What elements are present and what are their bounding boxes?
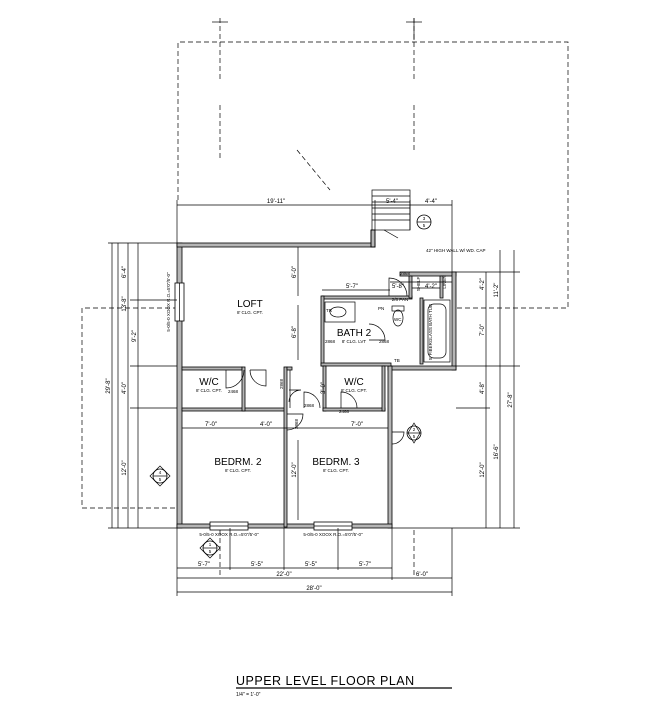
room-bedrm3-note: 8' CLG. CPT. <box>323 468 349 473</box>
stair <box>371 189 411 239</box>
dim-loft-h1: 6'-0" <box>292 266 298 278</box>
dim-bot-c: 5'-5" <box>305 562 317 568</box>
room-loft-note: 8' CLG. CPT. <box>237 310 263 315</box>
dim-right-b: 7'-0" <box>480 324 486 336</box>
room-wic2-name: W/C <box>344 377 363 388</box>
marker-1-sheet: 5 <box>423 223 426 228</box>
door-lin: 2/8 PAN <box>392 297 408 302</box>
note-tr: TR <box>326 308 333 313</box>
room-wic1-note: 8' CLG. CPT. <box>196 388 222 393</box>
dim-right-total3: 27'-8" <box>508 392 514 407</box>
door-bath-top: 2868 <box>400 271 411 276</box>
note-pn: PN <box>378 306 384 311</box>
dim-loft-h2: 6'-8" <box>292 326 298 338</box>
dim-bot-d: 5'-7" <box>359 562 371 568</box>
note-tb: TB <box>394 358 400 363</box>
dim-bot-22: 22'-0" <box>276 572 291 578</box>
dim-bot-a: 5'-7" <box>198 562 210 568</box>
room-bath2-name: BATH 2 <box>337 328 372 339</box>
marker-1-num: 3 <box>423 216 426 221</box>
door-wic1: 2468 <box>228 389 239 394</box>
interior-walls <box>181 275 444 528</box>
door-bath-right: 2868 <box>379 339 390 344</box>
note-wc: WC <box>394 317 402 322</box>
marker-4-sheet: 5 <box>209 549 212 554</box>
section-markers <box>149 214 432 559</box>
dim-bed-h: 12'-0" <box>292 462 298 477</box>
marker-3-num: 4 <box>159 470 162 475</box>
note-window-bedrm3: 5-0/5-0 XOOX R.O.=5'0"/5'-0" <box>303 532 363 537</box>
note-window-left: 5-0/5-0 XOOX R.O.=5'0"/5'-0" <box>166 272 171 332</box>
note-shelf: SHELF <box>416 277 421 292</box>
room-wic1-name: W/C <box>199 377 218 388</box>
dim-right-a: 4'-2" <box>480 278 486 290</box>
dim-hall-b: 4'-0" <box>260 422 272 428</box>
dim-left-d: 4'-0" <box>122 382 128 394</box>
dim-bot-28: 28'-0" <box>306 586 321 592</box>
half-wall <box>370 229 376 248</box>
room-bedrm2-note: 8' CLG. CPT. <box>225 468 251 473</box>
door-bed3: 2868 <box>294 418 299 429</box>
room-bath2-note: 8' CLG. LVT <box>342 339 367 344</box>
door-bed2: 2868 <box>279 378 284 389</box>
marker-3-sheet: 5 <box>159 477 162 482</box>
dim-top-width: 19'-11" <box>267 199 285 205</box>
note-window-bedrm2: 5-0/5-0 XOOX R.O.=5'0"/5'-0" <box>199 532 259 537</box>
dim-right-total2: 16'-6" <box>494 444 500 459</box>
dim-bath-top: 5'-8" <box>392 284 404 290</box>
marker-4-num: 1 <box>209 542 212 547</box>
doors <box>225 277 408 445</box>
dim-left-c: 9'-2" <box>132 330 138 342</box>
dim-top-right: 4'-4" <box>425 199 437 205</box>
dim-bath-right: 4'-2" <box>425 284 437 290</box>
room-bedrm2-name: BEDRM. 2 <box>214 457 262 468</box>
marker-2-sheet: 5 <box>413 434 416 439</box>
dim-hall-c: 7'-0" <box>351 422 363 428</box>
door-hall: 2868 <box>304 403 315 408</box>
note-tub: 5' FIBERGLASS BATH TUB <box>428 304 433 360</box>
roof-outline <box>81 18 569 509</box>
dim-wic-h: 3'-0" <box>321 382 327 394</box>
marker-2-num: 2 <box>413 427 416 432</box>
room-loft-name: LOFT <box>237 299 263 310</box>
note-half-wall: 42" HIGH WALL W/ WD. CAP <box>426 248 486 253</box>
dim-bath-width: 5'-7" <box>346 284 358 290</box>
dim-left-total: 29'-8" <box>106 378 112 393</box>
dim-right-d: 12'-0" <box>480 462 486 477</box>
dim-top-stair: 5'-4" <box>386 199 398 205</box>
dim-right-c: 4'-8" <box>480 382 486 394</box>
plan-title: UPPER LEVEL FLOOR PLAN <box>236 674 415 688</box>
dim-hall-a: 7'-0" <box>205 422 217 428</box>
room-bedrm3-name: BEDRM. 3 <box>312 457 360 468</box>
dim-right-total1: 11'-2" <box>494 283 500 298</box>
exterior-walls <box>176 229 457 529</box>
dim-left-b: 13'-8" <box>122 296 128 311</box>
fixtures <box>324 287 451 363</box>
door-wic2: 2468 <box>339 409 350 414</box>
room-wic2-note: 8' CLG. CPT. <box>341 388 367 393</box>
dim-left-a: 6'-4" <box>122 266 128 278</box>
plan-scale: 1/4" = 1'-0" <box>236 692 261 698</box>
top-ticks <box>212 18 422 40</box>
dim-bot-b: 5'-5" <box>251 562 263 568</box>
windows <box>174 282 353 531</box>
dimension-lines <box>108 200 520 596</box>
dim-left-e: 12'-0" <box>122 460 128 475</box>
dim-bot-6: 6'-0" <box>416 572 428 578</box>
door-bath-left: 2868 <box>325 339 336 344</box>
note-linen: LINEN <box>442 275 447 288</box>
